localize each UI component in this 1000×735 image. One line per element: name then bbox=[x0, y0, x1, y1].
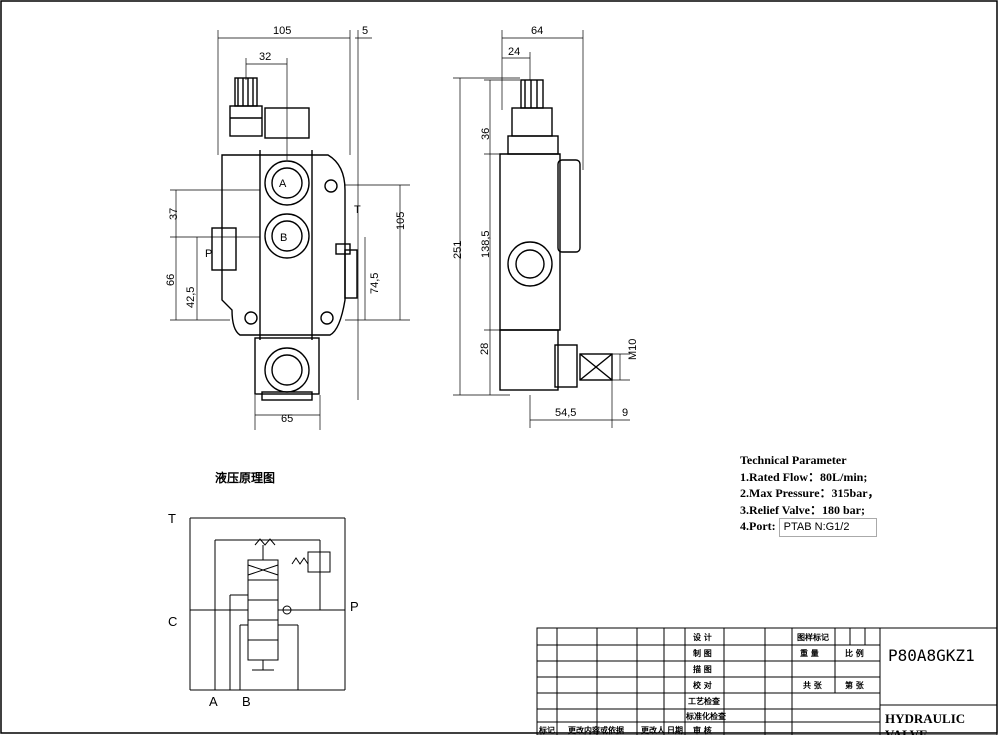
dim-9: 9 bbox=[622, 407, 628, 419]
tb-trace: 描 图 bbox=[693, 665, 712, 674]
tb-marking: 图样标记 bbox=[797, 633, 829, 642]
tb-sheet-no: 第 张 bbox=[845, 681, 864, 690]
dim-28: 28 bbox=[479, 343, 491, 355]
tb-change-doc: 更改内容或依据 bbox=[568, 726, 624, 735]
side-view bbox=[499, 79, 613, 391]
tb-review: 审 核 bbox=[693, 726, 712, 735]
dim-251: 251 bbox=[452, 241, 464, 259]
tb-scale: 比 例 bbox=[845, 649, 864, 658]
tb-check: 校 对 bbox=[693, 681, 712, 690]
tb-process: 工艺检查 bbox=[688, 697, 720, 706]
model-number: P80A8GKZ1 bbox=[888, 646, 975, 665]
dim-64: 64 bbox=[531, 25, 543, 37]
tech-line-pressure: 2.Max Pressure：315bar， bbox=[740, 486, 880, 500]
dim-138-5: 138,5 bbox=[480, 230, 492, 258]
schem-port-p: P bbox=[350, 599, 359, 614]
dim-54-5: 54,5 bbox=[555, 407, 576, 419]
front-body bbox=[221, 154, 346, 336]
front-dimensions bbox=[170, 30, 410, 430]
tb-standard: 标准化检查 bbox=[686, 712, 726, 721]
product-name: HYDRAULIC VALVE bbox=[885, 711, 966, 735]
tech-line-relief: 3.Relief Valve：180 bar; bbox=[740, 502, 865, 517]
tb-design: 设 计 bbox=[693, 633, 712, 642]
port-t-label: T bbox=[354, 204, 361, 216]
side-dimensions bbox=[453, 30, 630, 428]
tech-title: Technical Parameter bbox=[740, 453, 847, 467]
tb-change-person: 更改人 bbox=[641, 726, 665, 735]
dim-24: 24 bbox=[508, 46, 520, 58]
tb-draw: 制 图 bbox=[693, 649, 712, 658]
dim-5: 5 bbox=[362, 25, 368, 37]
tech-port-value: PTAB N:G1/2 bbox=[778, 518, 877, 537]
schematic-title: 液压原理图 bbox=[215, 471, 276, 485]
side-body bbox=[499, 153, 561, 331]
dim-65: 65 bbox=[281, 413, 293, 425]
tech-line-flow: 1.Rated Flow：80L/min; bbox=[740, 469, 868, 484]
dim-105-right: 105 bbox=[395, 212, 407, 230]
tb-date: 日期 bbox=[667, 726, 683, 735]
dim-66: 66 bbox=[165, 274, 177, 286]
schem-port-t: T bbox=[168, 511, 176, 526]
dim-74-5: 74,5 bbox=[369, 273, 381, 294]
dim-42-5: 42,5 bbox=[185, 287, 197, 308]
schem-port-c: C bbox=[168, 614, 177, 629]
hydraulic-schematic bbox=[189, 517, 346, 691]
dim-32: 32 bbox=[259, 51, 271, 63]
dim-105-top: 105 bbox=[273, 25, 291, 37]
dim-m10: M10 bbox=[627, 339, 639, 360]
tech-line-port: 4.Port: PTAB N:G1/2 bbox=[740, 518, 880, 537]
tech-port-label: 4.Port: bbox=[740, 519, 776, 533]
tb-weight: 重 量 bbox=[800, 649, 819, 658]
front-view bbox=[211, 77, 358, 401]
schem-port-b: B bbox=[242, 694, 251, 709]
dim-37: 37 bbox=[168, 208, 180, 220]
schem-port-a: A bbox=[209, 694, 218, 709]
technical-parameters: Technical Parameter 1.Rated Flow：80L/min… bbox=[740, 452, 880, 537]
tb-sheets-total: 共 张 bbox=[803, 681, 822, 690]
title-block-grid bbox=[536, 627, 998, 735]
tb-mark: 标记 bbox=[539, 726, 555, 735]
port-b-label: B bbox=[280, 232, 287, 244]
dim-36: 36 bbox=[480, 128, 492, 140]
port-a-label: A bbox=[279, 178, 287, 190]
port-p-label: P bbox=[205, 248, 212, 260]
